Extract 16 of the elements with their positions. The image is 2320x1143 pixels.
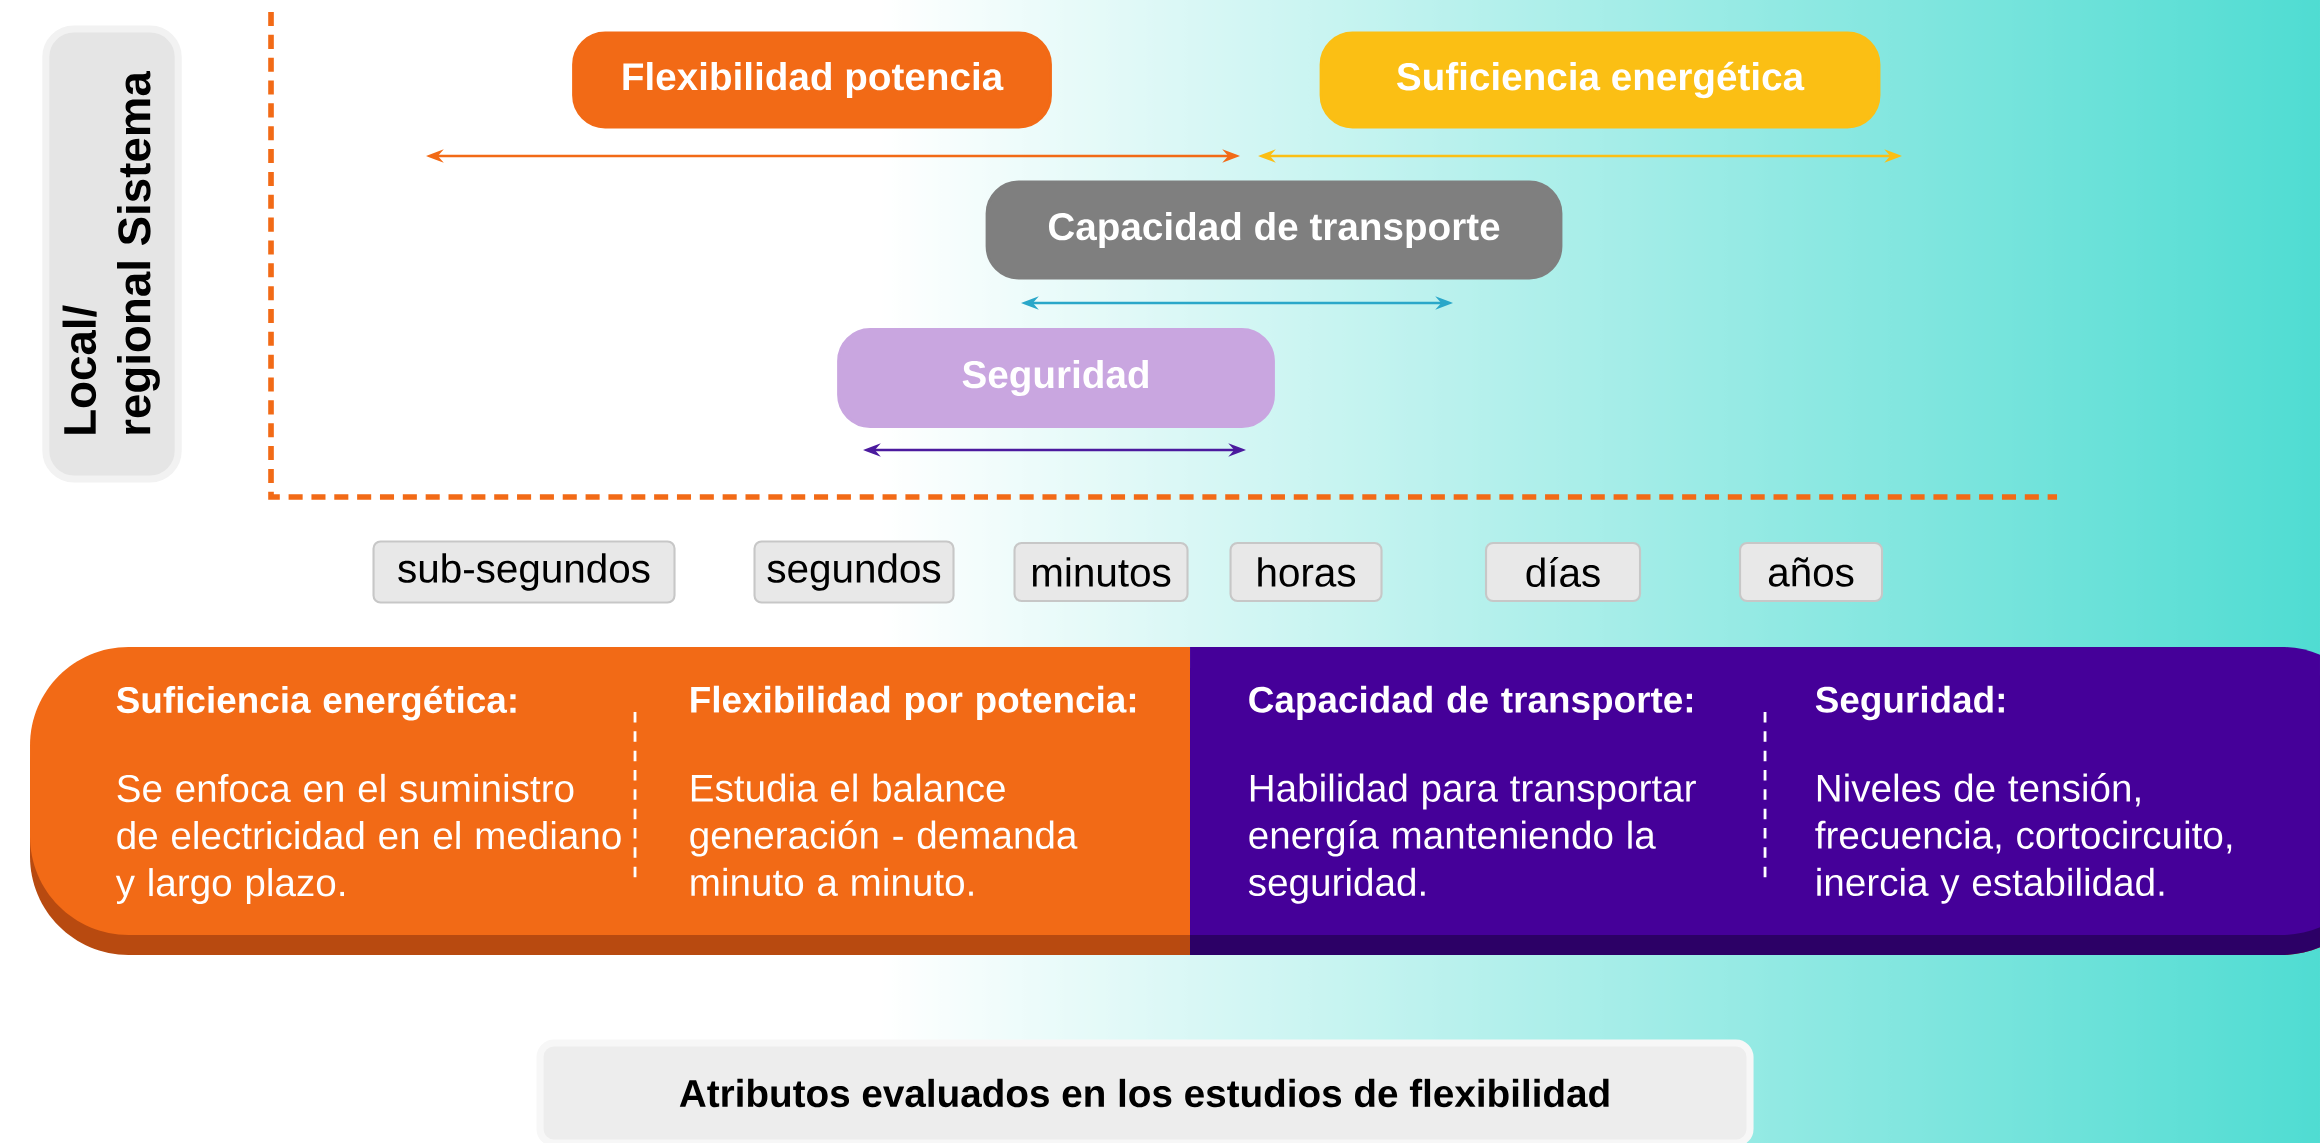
attribute-box: Capacidad de transporte bbox=[985, 180, 1563, 280]
time-scale-box: años bbox=[1739, 541, 1884, 603]
time-scale-box: segundos bbox=[753, 540, 955, 604]
attribute-description: Flexibilidad por potencia: Estudia el balance generación - demanda minuto a minuto. bbox=[690, 685, 1136, 897]
time-scale-box: horas bbox=[1229, 541, 1383, 603]
time-scale-box: minutos bbox=[1013, 541, 1189, 603]
axis-label: Local/ regional Sistema bbox=[42, 25, 182, 483]
attribute-description: Capacidad de transporte: Habilidad para transportar energía manteniendo la seguridad. bbox=[1248, 685, 1696, 904]
caption-box: Atributos evaluados en los estudios de flexibilidad bbox=[536, 1039, 1754, 1143]
attribute-box: Flexibilidad potencia bbox=[572, 31, 1052, 129]
time-scale-box: sub-segundos bbox=[372, 540, 676, 604]
attribute-description: Seguridad: Niveles de tensión, frecuencia, cortocircuito, inercia y estabilidad. bbox=[1815, 685, 2232, 904]
attribute-box: Suficiencia energética bbox=[1319, 31, 1881, 129]
attribute-description: Suficiencia energética: Se enfoca en el suministro de electricidad en el mediano y largo plazo. bbox=[115, 685, 621, 905]
attribute-box: Seguridad bbox=[837, 328, 1275, 428]
time-scale-box: días bbox=[1484, 541, 1642, 603]
